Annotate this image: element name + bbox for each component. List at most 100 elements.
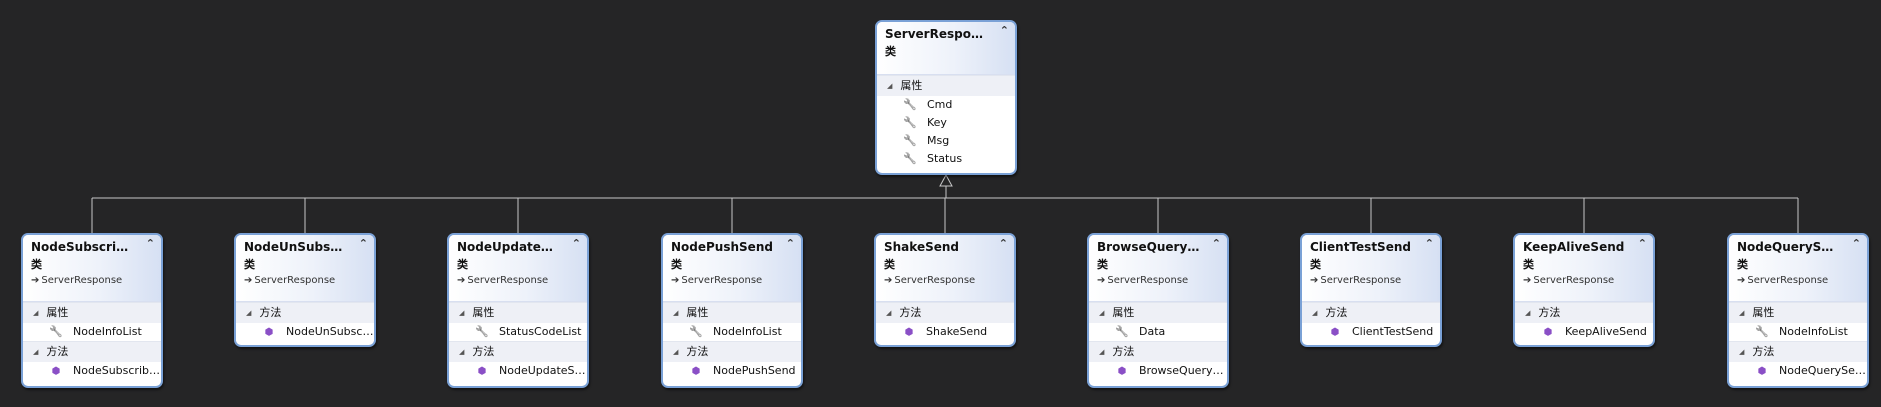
- chevron-up-icon[interactable]: ⌃: [1424, 237, 1434, 250]
- chevron-up-icon[interactable]: ⌃: [145, 237, 155, 250]
- member-name: NodeInfoList: [73, 325, 142, 338]
- class-box[interactable]: NodeSubscribe…类➔ServerResponse⌃◢属性🔧NodeI…: [21, 233, 163, 388]
- member-name: NodeInfoList: [1779, 325, 1848, 338]
- arrow-right-icon: ➔: [1097, 275, 1106, 286]
- property-item[interactable]: 🔧Status: [877, 150, 1015, 168]
- property-item[interactable]: 🔧NodeInfoList: [1729, 323, 1867, 341]
- wrench-icon: 🔧: [903, 98, 917, 111]
- chevron-up-icon[interactable]: ⌃: [999, 24, 1009, 37]
- section-header[interactable]: ◢方法: [876, 302, 1014, 323]
- member-section: ◢属性🔧Data: [1089, 302, 1227, 341]
- method-item[interactable]: ⬢BrowseQuery…: [1089, 362, 1227, 380]
- base-class-label: ➔ServerResponse: [671, 275, 762, 286]
- section-title: 方法: [46, 345, 69, 358]
- section-header[interactable]: ◢属性: [449, 302, 587, 323]
- class-stereotype: 类: [1310, 258, 1321, 271]
- triangle-down-icon[interactable]: ◢: [1739, 309, 1745, 317]
- chevron-up-icon[interactable]: ⌃: [1211, 237, 1221, 250]
- class-box[interactable]: BrowseQueryS…类➔ServerResponse⌃◢属性🔧Data◢方…: [1087, 233, 1229, 388]
- triangle-down-icon[interactable]: ◢: [1099, 348, 1105, 356]
- method-item[interactable]: ⬢NodeUnSubsc…: [236, 323, 374, 341]
- class-name: NodePushSend: [671, 240, 773, 254]
- class-stereotype: 类: [1523, 258, 1534, 271]
- member-name: BrowseQuery…: [1139, 364, 1224, 377]
- triangle-down-icon[interactable]: ◢: [1525, 309, 1531, 317]
- triangle-down-icon[interactable]: ◢: [459, 348, 465, 356]
- class-name: NodeUpdateSe…: [457, 240, 561, 254]
- member-name: Key: [927, 116, 947, 129]
- method-item[interactable]: ⬢ShakeSend: [876, 323, 1014, 341]
- base-class-name: ServerResponse: [1747, 275, 1829, 286]
- member-name: KeepAliveSend: [1565, 325, 1647, 338]
- section-header[interactable]: ◢ 方法: [1515, 302, 1653, 323]
- property-item[interactable]: 🔧Msg: [877, 132, 1015, 150]
- class-name: NodeQuerySend: [1737, 240, 1841, 254]
- section-header[interactable]: ◢属性: [1089, 302, 1227, 323]
- class-header: NodeUpdateSe… 类 ➔ServerResponse ⌃: [449, 235, 587, 302]
- triangle-down-icon[interactable]: ◢: [246, 309, 252, 317]
- method-item[interactable]: ⬢NodeUpdateS…: [449, 362, 587, 380]
- member-name: Cmd: [927, 98, 953, 111]
- property-item[interactable]: 🔧 Cmd: [877, 96, 1015, 114]
- base-class-name: ServerResponse: [254, 275, 336, 286]
- property-item[interactable]: 🔧StatusCodeList: [449, 323, 587, 341]
- class-name: BrowseQueryS…: [1097, 240, 1201, 254]
- method-item[interactable]: ⬢KeepAliveSend: [1515, 323, 1653, 341]
- triangle-down-icon[interactable]: ◢: [33, 309, 39, 317]
- chevron-up-icon[interactable]: ⌃: [1637, 237, 1647, 250]
- class-name: KeepAliveSend: [1523, 240, 1625, 254]
- triangle-down-icon[interactable]: ◢: [459, 309, 465, 317]
- section-header[interactable]: ◢方法: [236, 302, 374, 323]
- section-header[interactable]: ◢属性: [1729, 302, 1867, 323]
- member-name: NodeSubscrib…: [73, 364, 160, 377]
- method-item[interactable]: ⬢NodePushSend: [663, 362, 801, 380]
- method-item[interactable]: ⬢ClientTestSend: [1302, 323, 1440, 341]
- triangle-down-icon[interactable]: ◢: [1099, 309, 1105, 317]
- section-header[interactable]: ◢属性: [877, 75, 1015, 96]
- chevron-up-icon[interactable]: ⌃: [785, 237, 795, 250]
- property-item[interactable]: 🔧Data: [1089, 323, 1227, 341]
- triangle-down-icon[interactable]: ◢: [1312, 309, 1318, 317]
- cube-icon: ⬢: [904, 327, 914, 338]
- wrench-icon: 🔧: [475, 325, 489, 338]
- section-title: 方法: [1538, 306, 1561, 319]
- class-box[interactable]: NodeUpdateSe… 类 ➔ServerResponse ⌃ ◢属性🔧Status…: [447, 233, 589, 388]
- wrench-icon: 🔧: [903, 152, 917, 165]
- triangle-down-icon[interactable]: ◢: [33, 348, 39, 356]
- chevron-up-icon[interactable]: ⌃: [571, 237, 581, 250]
- triangle-down-icon[interactable]: ◢: [886, 309, 892, 317]
- section-header[interactable]: ◢方法: [1302, 302, 1440, 323]
- section-header[interactable]: ◢属性: [663, 302, 801, 323]
- class-stereotype: 类: [884, 258, 895, 271]
- base-class-label: ➔ServerResponse: [457, 275, 548, 286]
- property-item[interactable]: 🔧NodeInfoList: [663, 323, 801, 341]
- triangle-down-icon[interactable]: ◢: [673, 348, 679, 356]
- property-item[interactable]: 🔧NodeInfoList: [23, 323, 161, 341]
- class-header: BrowseQueryS…类➔ServerResponse⌃: [1089, 235, 1227, 302]
- class-box[interactable]: NodeUnSubscr…类➔ServerResponse⌃◢方法⬢NodeUn…: [234, 233, 376, 347]
- method-item[interactable]: ⬢NodeQuerySe…: [1729, 362, 1867, 380]
- method-item[interactable]: ⬢NodeSubscrib…: [23, 362, 161, 380]
- property-item[interactable]: 🔧Key: [877, 114, 1015, 132]
- class-stereotype: 类: [457, 258, 468, 271]
- section-header[interactable]: ◢方法: [1729, 341, 1867, 362]
- chevron-up-icon[interactable]: ⌃: [998, 237, 1008, 250]
- chevron-up-icon[interactable]: ⌃: [358, 237, 368, 250]
- section-header[interactable]: ◢ 方法: [23, 341, 161, 362]
- section-header[interactable]: ◢属性: [23, 302, 161, 323]
- triangle-down-icon[interactable]: ◢: [1739, 348, 1745, 356]
- base-class-label: ➔ServerResponse: [884, 275, 975, 286]
- chevron-up-icon[interactable]: ⌃: [1851, 237, 1861, 250]
- section-header[interactable]: ◢方法: [1089, 341, 1227, 362]
- section-header[interactable]: ◢方法: [663, 341, 801, 362]
- section-header[interactable]: ◢方法: [449, 341, 587, 362]
- triangle-down-icon[interactable]: ◢: [887, 82, 893, 90]
- triangle-down-icon[interactable]: ◢: [673, 309, 679, 317]
